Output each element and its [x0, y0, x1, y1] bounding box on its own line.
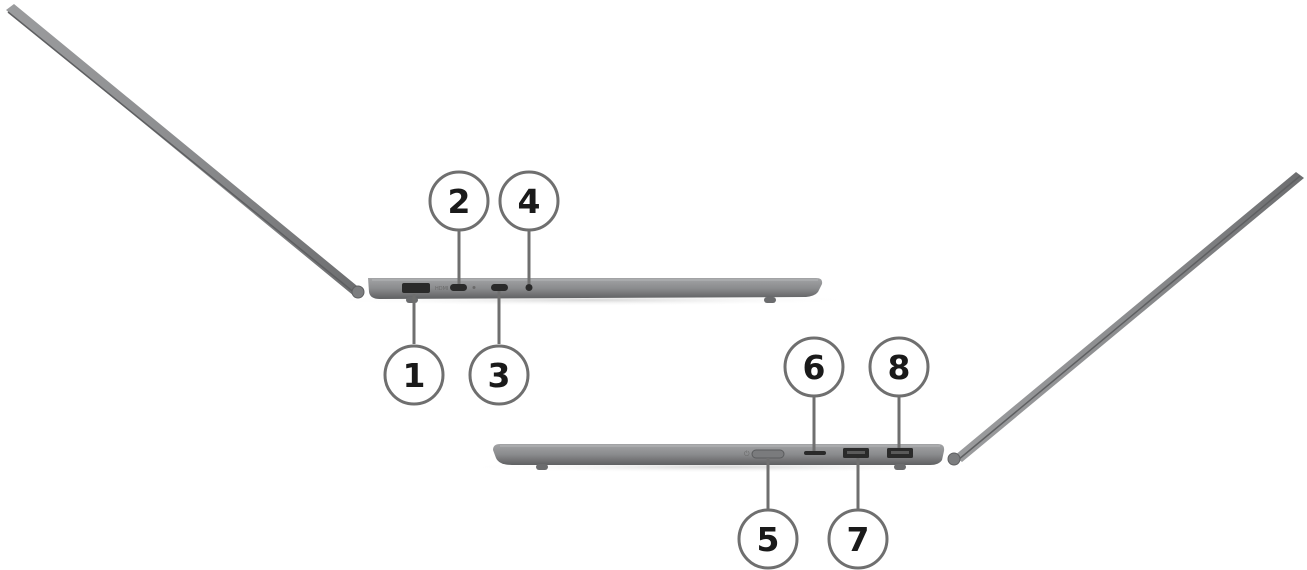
usb-a-port-2-tongue [891, 451, 909, 454]
callout-circle [498, 170, 560, 232]
laptop-right-side-view: ⏻ [460, 172, 1304, 473]
callout-2: 2 [428, 170, 490, 284]
callout-5: 5 [737, 458, 799, 570]
callout-circle [827, 508, 889, 570]
microsd-slot [804, 451, 826, 455]
foot [536, 464, 548, 470]
callout-8: 8 [868, 336, 930, 448]
laptop-base [368, 278, 823, 299]
callout-4: 4 [498, 170, 560, 284]
hdmi-marking: HDMI [435, 286, 448, 292]
callout-number: 2 [448, 182, 471, 221]
hdmi-port [402, 283, 430, 293]
usb-c-port-1 [450, 284, 467, 291]
callout-number: 5 [757, 520, 780, 559]
power-button-marking: ⏻ [744, 450, 750, 458]
laptop-base [493, 444, 945, 465]
callout-circle [468, 344, 530, 406]
usb-c-port-2 [491, 284, 508, 291]
callout-circle [868, 336, 930, 398]
callout-number: 3 [488, 356, 511, 395]
usb-a-port-1-tongue [847, 451, 865, 454]
callout-6: 6 [783, 336, 845, 451]
foot [764, 297, 776, 303]
callout-3: 3 [468, 291, 530, 406]
callout-circle [737, 508, 799, 570]
callout-number: 4 [518, 182, 541, 221]
laptop-left-side-view: HDMI [6, 4, 860, 306]
power-button [751, 449, 785, 459]
audio-jack [525, 284, 533, 291]
callout-number: 8 [888, 348, 911, 387]
lid-edge [7, 11, 357, 295]
callout-7: 7 [827, 458, 889, 570]
foot [406, 297, 418, 303]
callout-circle [428, 170, 490, 232]
callout-1: 1 [383, 294, 445, 406]
lid-edge [957, 175, 1301, 461]
hinge [351, 285, 365, 299]
callout-number: 7 [847, 520, 870, 559]
callout-number: 6 [803, 348, 826, 387]
usb-c-marking [472, 286, 476, 289]
hinge [947, 452, 961, 466]
foot [894, 464, 906, 470]
callout-circle [383, 344, 445, 406]
callout-number: 1 [403, 356, 426, 395]
callout-circle [783, 336, 845, 398]
laptop-lid [6, 4, 362, 296]
